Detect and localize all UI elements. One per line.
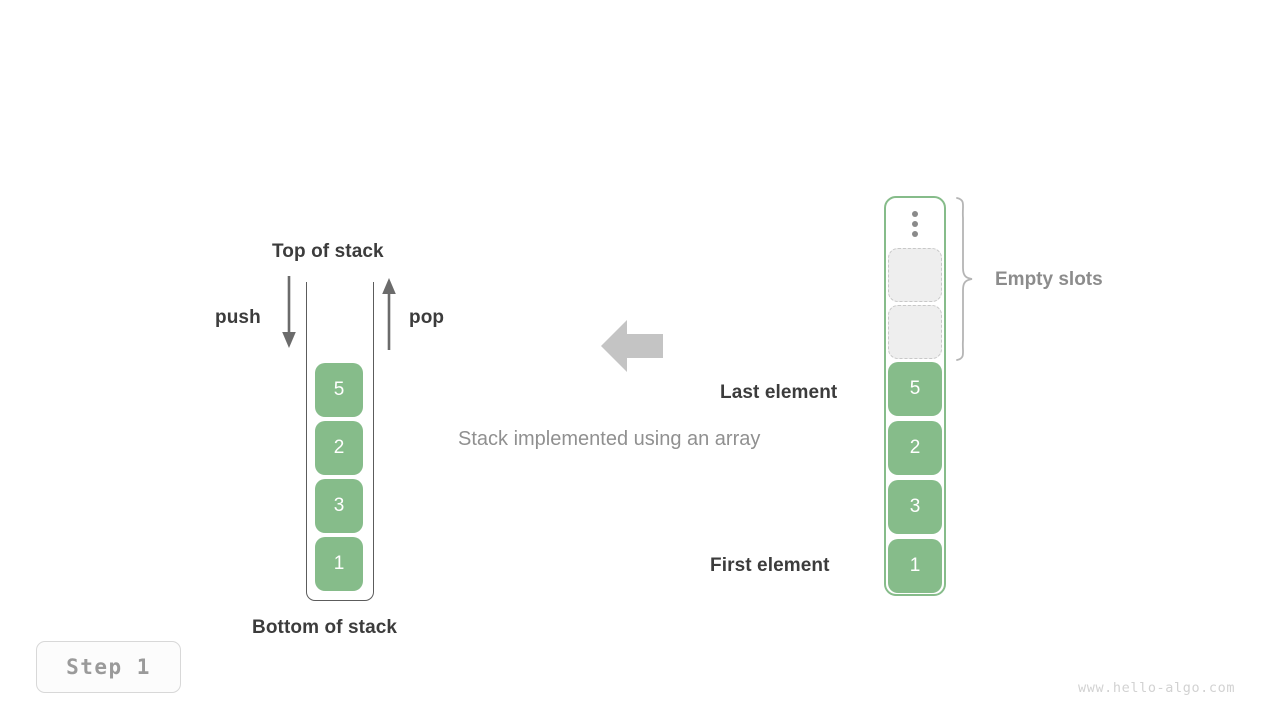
array-empty-slot-0 bbox=[888, 248, 942, 302]
stack-cell-0-value: 5 bbox=[333, 379, 345, 400]
diagram-caption: Stack implemented using an array bbox=[458, 428, 761, 450]
push-label: push bbox=[215, 307, 261, 328]
top-of-stack-label: Top of stack bbox=[272, 241, 384, 262]
bottom-of-stack-label: Bottom of stack bbox=[252, 617, 398, 638]
array-container-frame bbox=[884, 196, 946, 596]
array-cell-0-value: 5 bbox=[909, 378, 921, 399]
stack-cell-3: 1 bbox=[315, 537, 363, 591]
push-arrow-down-icon bbox=[278, 276, 302, 350]
vertical-ellipsis-icon bbox=[911, 211, 919, 237]
stack-cell-2-value: 3 bbox=[333, 495, 345, 516]
array-cell-2-value: 3 bbox=[909, 496, 921, 517]
curly-brace-icon bbox=[954, 196, 974, 362]
step-badge: Step 1 bbox=[36, 641, 181, 693]
stack-cell-1: 2 bbox=[315, 421, 363, 475]
array-cell-2: 3 bbox=[888, 480, 942, 534]
array-cell-1-value: 2 bbox=[909, 437, 921, 458]
stack-cell-2: 3 bbox=[315, 479, 363, 533]
array-cell-1: 2 bbox=[888, 421, 942, 475]
stack-container-frame bbox=[306, 282, 374, 601]
stack-cell-0: 5 bbox=[315, 363, 363, 417]
first-element-label: First element bbox=[710, 555, 830, 576]
array-cell-3-value: 1 bbox=[909, 555, 921, 576]
array-cell-3: 1 bbox=[888, 539, 942, 593]
array-empty-slot-1 bbox=[888, 305, 942, 359]
stack-cell-3-value: 1 bbox=[333, 553, 345, 574]
arrow-left-icon bbox=[601, 318, 663, 374]
watermark: www.hello-algo.com bbox=[1078, 680, 1236, 696]
stack-cell-1-value: 2 bbox=[333, 437, 345, 458]
pop-arrow-up-icon bbox=[378, 276, 402, 350]
pop-label: pop bbox=[409, 307, 445, 328]
array-cell-0: 5 bbox=[888, 362, 942, 416]
empty-slots-label: Empty slots bbox=[995, 269, 1103, 290]
last-element-label: Last element bbox=[720, 382, 838, 403]
